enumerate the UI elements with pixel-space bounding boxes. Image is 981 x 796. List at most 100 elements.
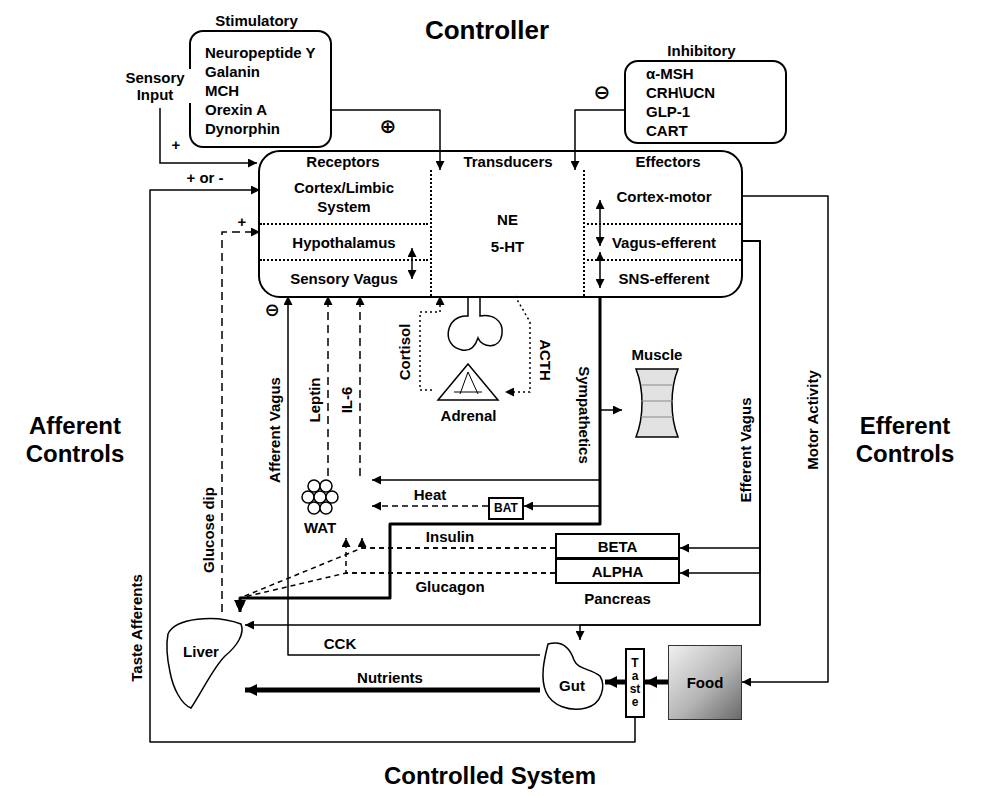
node-text: GLP-1 — [646, 102, 690, 121]
node-text: α-MSH — [646, 64, 694, 83]
connector-arrow — [150, 190, 635, 742]
node-text: Effectors — [628, 152, 708, 171]
edge-label: Motor Activity — [804, 369, 821, 470]
pituitary-gland — [448, 298, 502, 350]
fat-cell — [326, 491, 338, 503]
inhibitory-box: Inhibitoryα-MSHCRH\UCNGLP-1CART — [624, 60, 787, 144]
brain-region: Sensory Vagus — [260, 261, 428, 296]
node-text: Gut — [552, 676, 592, 695]
connector-arrow — [372, 296, 600, 480]
connector-arrow — [524, 296, 600, 506]
transmitter-region: NE 5-HT — [430, 170, 585, 296]
double-arrow — [599, 252, 601, 288]
stimulatory-box: StimulatoryNeuropeptide YGalaninMCHOrexi… — [189, 30, 332, 148]
controller-heading: Controller — [424, 15, 550, 45]
sign-label: + — [237, 213, 248, 230]
node-text: Food — [687, 673, 724, 692]
edge-label: ⊕ — [379, 115, 398, 138]
node-text: CART — [646, 121, 688, 140]
connector-arrow — [288, 296, 540, 655]
node-text: NE — [497, 210, 518, 229]
liver-picture — [165, 612, 245, 712]
node-text: Hypothalamus — [292, 233, 395, 252]
brain-region: Cortex/Limbic System — [260, 170, 428, 225]
node-text: Muscle — [632, 345, 683, 364]
connector-arrow — [222, 232, 260, 612]
pancreas: Pancreas BETA ALPHA — [555, 533, 680, 611]
connector-arrow — [372, 505, 488, 507]
node-text: Cortex/Limbic System — [279, 178, 409, 216]
sign-label: + or - — [185, 169, 224, 186]
node-text: Stimulatory — [189, 11, 324, 30]
edge-label: Taste Afferents — [128, 573, 145, 683]
bat-box: BAT — [488, 497, 524, 520]
section-heading: Afferent Controls — [9, 412, 141, 468]
effector-region: SNS-efferent — [587, 261, 741, 296]
node-text: Vagus-efferent — [612, 233, 716, 252]
edge-label: Insulin — [425, 528, 475, 545]
node-text: WAT — [300, 518, 340, 537]
node-text: Neuropeptide Y — [205, 43, 316, 62]
edge-label: Sympathetics — [576, 365, 593, 465]
connector-arrow — [245, 688, 540, 693]
node-text: Receptors — [298, 152, 388, 171]
node-text: Cortex-motor — [616, 187, 711, 206]
connector-arrow — [605, 680, 625, 685]
islet-cell-box: ALPHA — [555, 558, 680, 584]
liver: Liver — [165, 612, 245, 712]
muscle: Muscle — [622, 345, 692, 440]
node-text: Transducers — [458, 152, 558, 171]
fat-cell — [308, 502, 320, 514]
adrenal-gland: Adrenal — [432, 362, 505, 425]
edge-label: Efferent Vagus — [737, 396, 754, 503]
fat-cell — [320, 502, 332, 514]
sign-label: ⊖ — [263, 300, 280, 321]
edge-label: Heat — [413, 486, 448, 503]
node-text: Liver — [171, 642, 231, 661]
gut: Gut — [540, 640, 605, 712]
double-arrow — [599, 200, 601, 246]
fat-cells: WAT — [300, 476, 372, 538]
connector-arrow — [680, 241, 760, 573]
taste-box: Taste — [625, 648, 645, 718]
connector-arrow — [240, 548, 555, 612]
node-text: BAT — [494, 501, 518, 516]
connector-arrow — [245, 241, 760, 625]
effector-region: Cortex-motor — [587, 170, 741, 225]
stomach-shape — [543, 643, 603, 709]
edge-label: IL-6 — [338, 386, 355, 415]
connector-arrow — [741, 196, 828, 682]
node-text: MCH — [205, 81, 239, 100]
gut-picture — [540, 640, 605, 712]
edge-label: Afferent Vagus — [266, 376, 283, 484]
node-text: SNS-efferent — [619, 269, 710, 288]
edge-label: Leptin — [306, 377, 323, 424]
node-text: BETA — [598, 537, 638, 556]
node-text: 5-HT — [491, 237, 524, 256]
connector-arrow — [600, 296, 622, 410]
adrenal-folds — [454, 372, 482, 394]
muscle-striation — [641, 385, 673, 417]
node-text: Galanin — [205, 62, 260, 81]
edge-label: Glucose dip — [200, 486, 217, 574]
node-text: Pancreas — [555, 589, 680, 608]
system-heading: Controlled System — [383, 762, 597, 790]
section-heading: Efferent Controls — [839, 412, 971, 468]
edge-label: ACTH — [537, 338, 554, 382]
node-text: Dynorphin — [205, 119, 280, 138]
connector-arrow — [359, 296, 361, 476]
sign-label: + — [171, 136, 182, 153]
hormone-label: CCK — [323, 635, 358, 652]
connector-arrow — [327, 296, 329, 476]
liver-shape — [167, 619, 242, 708]
connector-arrow — [420, 296, 440, 390]
edge-label: ⊖ — [593, 81, 612, 104]
connector-arrow — [680, 241, 760, 548]
node-text: Adrenal — [441, 406, 497, 425]
node-text: Inhibitory — [624, 41, 779, 60]
controller-box: Receptors Transducers EffectorsCortex/Limb… — [258, 150, 743, 298]
node-text: Taste — [629, 657, 641, 709]
connector-arrow — [505, 296, 530, 392]
fat-cell — [308, 480, 320, 492]
